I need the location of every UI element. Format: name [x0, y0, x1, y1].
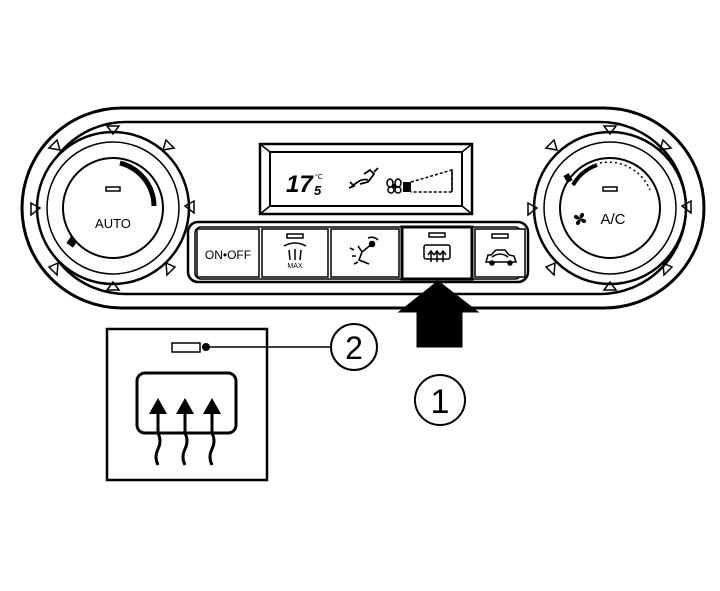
auto-label: AUTO: [95, 216, 131, 231]
seated-person-airflow-icon: [349, 236, 379, 265]
rear-window-defrost-icon: [423, 244, 451, 262]
temperature-decimal: 5: [314, 183, 322, 198]
rear-defrost-button[interactable]: [400, 225, 474, 281]
on-off-label: ON•OFF: [205, 248, 251, 262]
fan-speed-bar: [403, 168, 453, 193]
display-fan-icon: [386, 178, 402, 194]
ac-knob[interactable]: A/C: [527, 125, 692, 291]
callout-2: 2: [330, 323, 378, 371]
recirculation-button[interactable]: [474, 228, 526, 278]
callout-1-number: 1: [431, 383, 450, 421]
auto-knob[interactable]: AUTO: [30, 125, 195, 291]
car-recirculation-icon: [485, 249, 518, 266]
display-screen: 17 5 °C: [258, 142, 474, 216]
fan-icon: [573, 212, 587, 226]
airflow-icon: [348, 167, 379, 189]
temperature-value: 17: [286, 171, 314, 198]
air-distribution-button[interactable]: [330, 228, 400, 278]
temperature-unit: °C: [315, 173, 323, 181]
callout-2-number: 2: [345, 330, 363, 366]
heat-wave-arrows: [154, 413, 216, 466]
windshield-defrost-icon: [283, 242, 307, 261]
indicator-light: [171, 342, 201, 353]
ac-label: A/C: [600, 211, 625, 228]
callout-1: 1: [414, 374, 466, 426]
pointer-arrow: [397, 280, 480, 348]
max-defrost-button[interactable]: MAX: [261, 228, 329, 278]
on-off-button[interactable]: ON•OFF: [196, 228, 260, 278]
max-label: MAX: [287, 263, 303, 270]
detail-inset: [105, 327, 269, 482]
